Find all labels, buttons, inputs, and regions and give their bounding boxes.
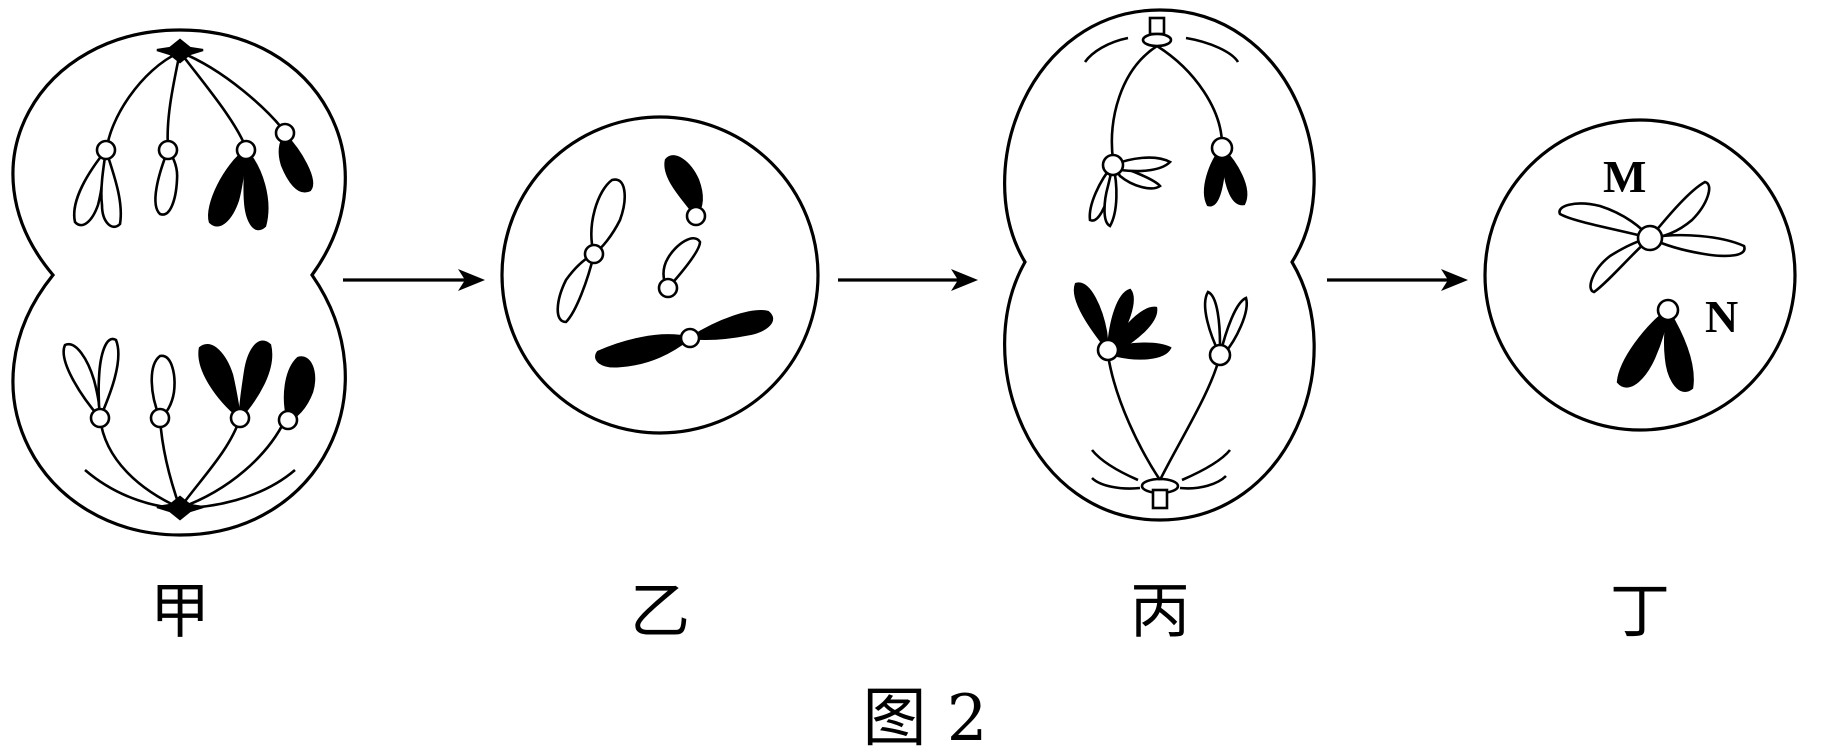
spindle-fiber: [180, 52, 285, 132]
astral-fiber: [1085, 38, 1128, 62]
stage-label-yi: 乙: [630, 577, 690, 647]
spindle-fiber: [1157, 46, 1222, 145]
astral-fiber: [1182, 450, 1230, 480]
astral-fiber: [1092, 478, 1140, 489]
chromosome-black: [1075, 284, 1170, 360]
arrow-jia-to-yi: [343, 269, 485, 291]
centrosome-lower: [1142, 479, 1178, 508]
chromosome-white: [151, 356, 174, 427]
chromosome-black: [279, 357, 314, 429]
arrow-bing-to-ding: [1327, 269, 1468, 291]
cell-yi: [502, 117, 818, 433]
chromosome-white: [74, 141, 121, 227]
spindle-fiber: [85, 470, 295, 508]
spindle-fiber: [180, 52, 246, 148]
stage-label-bing: 丙: [1130, 577, 1190, 647]
spindle-fiber: [1108, 355, 1160, 480]
stage-label-ding: 丁: [1610, 577, 1670, 647]
spindle-fiber: [160, 418, 180, 508]
stage-label-jia: 甲: [150, 577, 210, 647]
chromosome-white: [155, 141, 177, 215]
cell-ding: M N: [1485, 120, 1795, 430]
astral-fiber: [1092, 450, 1138, 480]
spindle-fiber: [107, 52, 180, 148]
chromosome-black: [666, 156, 705, 225]
chromosome-white: [64, 339, 119, 427]
chromosome-black: [1205, 138, 1246, 205]
cell-jia: [13, 30, 345, 535]
chromosome-white: [659, 238, 700, 297]
cell-bing-membrane: [1005, 10, 1315, 520]
arrow-yi-to-bing: [838, 269, 978, 291]
cell-jia-membrane: [13, 30, 345, 535]
label-m: M: [1603, 151, 1646, 202]
spindle-fiber: [1160, 355, 1220, 480]
spindle-fiber: [168, 52, 180, 148]
chromosome-black: [276, 124, 312, 191]
spindle-fiber: [1112, 46, 1157, 160]
figure-caption: 图 2: [862, 682, 987, 755]
chromosome-white: [1205, 292, 1247, 365]
chromosome-white: [558, 180, 625, 322]
chromosome-black: [209, 141, 267, 229]
chromosome-m: [1559, 182, 1744, 292]
centrosome-upper: [1143, 18, 1171, 46]
astral-fiber: [1186, 38, 1238, 62]
chromosome-black: [596, 311, 772, 366]
label-n: N: [1705, 291, 1738, 342]
chromosome-white: [1090, 155, 1170, 226]
chromosome-n: [1618, 300, 1693, 391]
cell-yi-membrane: [502, 117, 818, 433]
chromosome-black: [200, 342, 272, 427]
cell-bing: [1005, 10, 1315, 520]
